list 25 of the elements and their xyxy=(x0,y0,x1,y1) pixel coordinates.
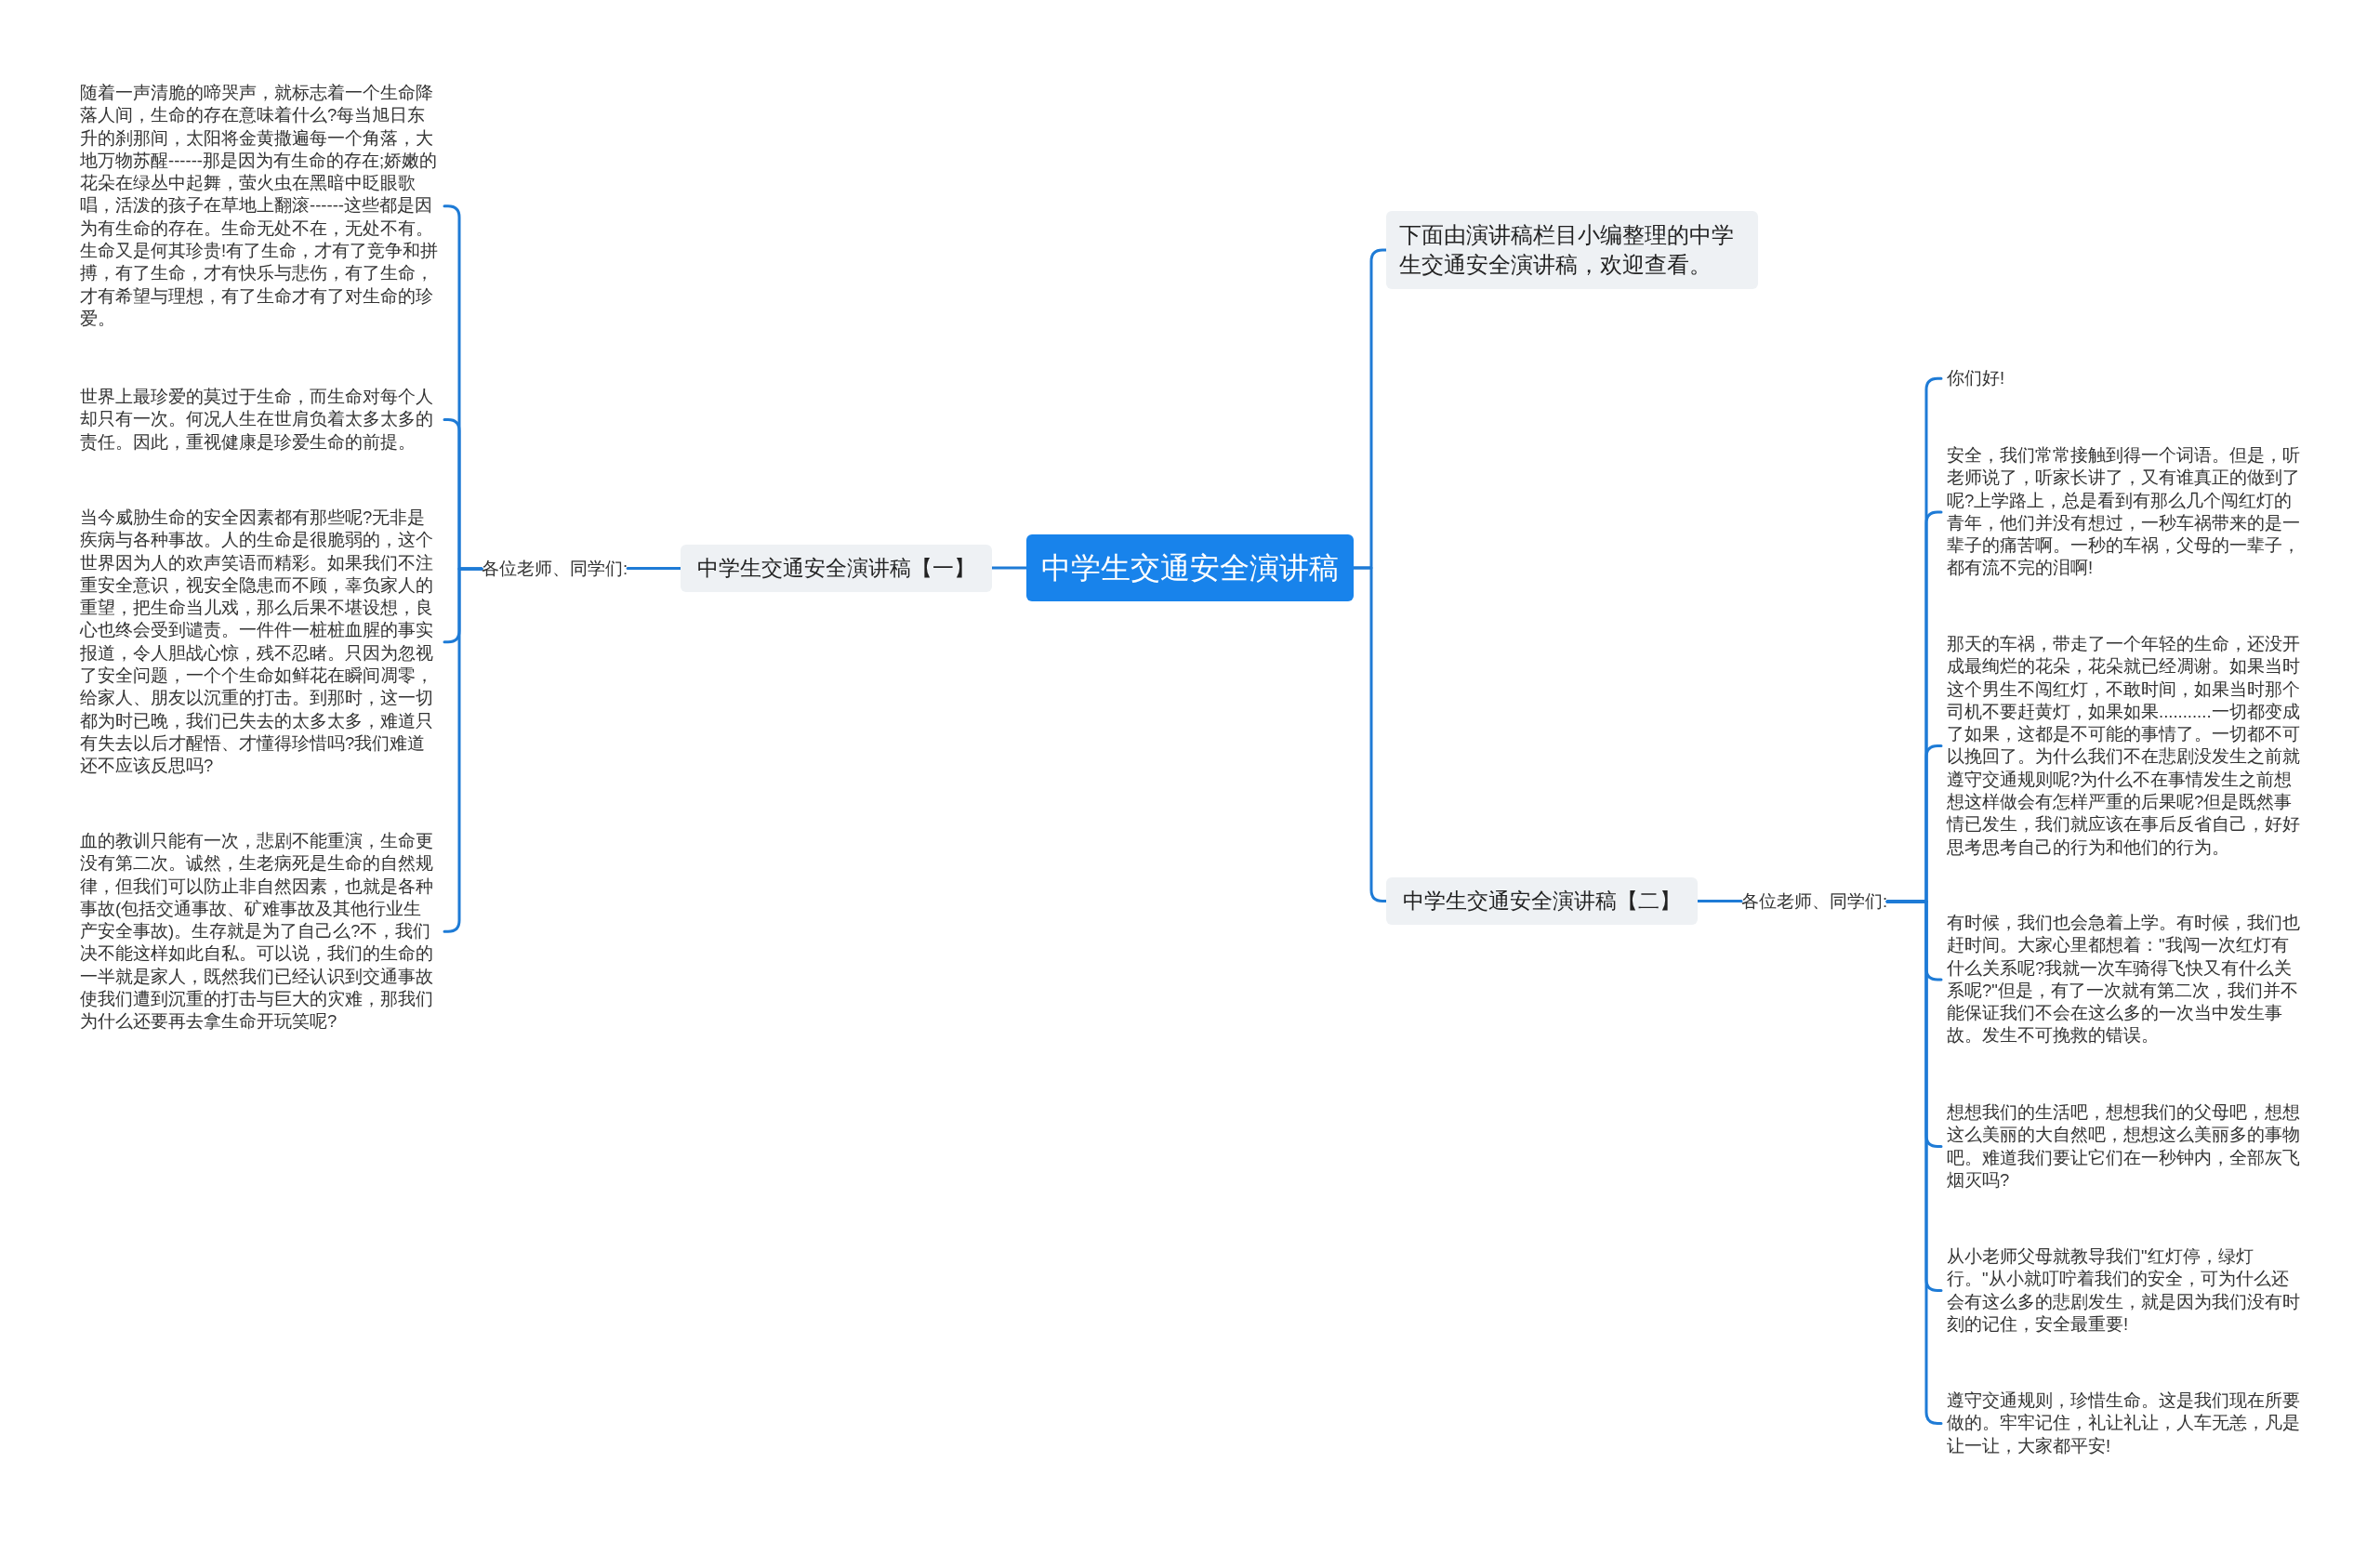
speech-paragraph: 你们好! xyxy=(1941,367,2311,390)
speech-paragraph: 从小老师父母就教导我们"红灯停，绿灯行。"从小就叮咛着我们的安全，可为什么还会有这么多的悲剧发生，就是因为我们没有时刻的记住，安全最重要! xyxy=(1941,1245,2311,1337)
subtopic-box xyxy=(681,545,992,592)
note-text: 下面由演讲稿栏目小编整理的中学生交通安全演讲稿，欢迎查看。 xyxy=(1399,221,1735,279)
greeting-label: 各位老师、同学们: xyxy=(482,557,628,581)
speech-paragraph: 遵守交通规则，珍惜生命。这是我们现在所要做的。牢牢记住，礼让礼让，人车无恙，凡是让一让，大家都平安! xyxy=(1941,1390,2311,1457)
speech-paragraph: 想想我们的生活吧，想想我们的父母吧，想想这么美丽的大自然吧，想想这么美丽多的事物吧。难道我们要让它们在一秒钟内，全部灰飞烟灭吗? xyxy=(1941,1101,2311,1192)
speech-paragraph: 有时候，我们也会急着上学。有时候，我们也赶时间。大家心里都想着："我闯一次红灯有什么关系呢?我就一次车骑得飞快又有什么关系呢?"但是，有了一次就有第二次，我们并不能保证我们不会在这么多的一次当中发生事故。发生不可挽救的错误。 xyxy=(1941,912,2311,1047)
note-box xyxy=(1386,211,1758,289)
greeting-label: 各位老师、同学们: xyxy=(1741,889,1888,914)
speech-paragraph: 安全，我们常常接触到得一个词语。但是，听老师说了，听家长讲了，又有谁真正的做到了呢?上学路上，总是看到有那么几个闯红灯的青年，他们并没有想过，一秒车祸带来的是一辈子的痛苦啊。一秒的车祸，父母的一辈子，都有流不完的泪啊! xyxy=(1941,444,2311,580)
speech-paragraph: 随着一声清脆的啼哭声，就标志着一个生命降落人间，生命的存在意味着什么?每当旭日东升的刹那间，太阳将金黄撒遍每一个角落，大地万物苏醒------那是因为有生命的存在;娇嫩的花朵在绿丛中起舞，萤火虫在黑暗中眨眼歌唱，活泼的孩子在草地上翻滚------这些都是因为有生命的存在。生命无处不在，无处不有。生命又是何其珍贵!有了生命，才有了竞争和拼搏，有了生命，才有快乐与悲伤，有了生命，才有希望与理想，有了生命才有了对生命的珍爱。 xyxy=(74,82,444,331)
central-topic-text: 中学生交通安全演讲稿 xyxy=(1041,550,1339,586)
connector-line xyxy=(990,566,1028,570)
subtopic-box xyxy=(1386,877,1698,925)
connector-line xyxy=(626,567,682,570)
speech-paragraph: 血的教训只能有一次，悲剧不能重演，生命更没有第二次。诚然，生老病死是生命的自然规律，但我们可以防止非自然因素，也就是各种事故(包括交通事故、矿难事故及其他行业生产安全事故)。生存就是为了自己么?不，我们决不能这样如此自私。可以说，我们的生命的一半就是家人，既然我们已经认识到交通事故使我们遭到沉重的打击与巨大的灾难，那我们为什么还要再去拿生命开玩笑呢? xyxy=(74,830,444,1034)
speech-paragraph: 那天的车祸，带走了一个年轻的生命，还没开成最绚烂的花朵，花朵就已经凋谢。如果当时这个男生不闯红灯，不敢时间，如果当时那个司机不要赶黄灯，如果如果...........一切都变成了如果，这都是不可能的事情了。一切都不可以挽回了。为什么我们不在悲剧没发生之前就遵守交通规则呢?为什么不在事情发生之前想想这样做会有怎样严重的后果呢?但是既然事情已发生，我们就应该在事后反省自己，好好思考思考自己的行为和他们的行为。 xyxy=(1941,633,2311,859)
connector-line xyxy=(1352,566,1388,902)
central-topic-box xyxy=(1026,534,1354,601)
speech-paragraph: 世界上最珍爱的莫过于生命，而生命对每个人却只有一次。何况人生在世肩负着太多太多的责任。因此，重视健康是珍爱生命的前提。 xyxy=(74,386,444,454)
subtopic-text: 中学生交通安全演讲稿【二】 xyxy=(1403,888,1681,915)
speech-paragraph: 当今威胁生命的安全因素都有那些呢?无非是疾病与各种事故。人的生命是很脆弱的，这个世界因为人的欢声笑语而精彩。如果我们不注重安全意识，视安全隐患而不顾，辜负家人的重望，把生命当儿戏，那么后果不堪设想，良心也终会受到谴责。一件件一桩桩血腥的事实报道，令人胆战心惊，残不忍睹。只因为忽视了安全问题，一个个生命如鲜花在瞬间凋零，给家人、朋友以沉重的打击。到那时，这一切都为时已晚，我们已失去的太多太多，难道只有失去以后才醒悟、才懂得珍惜吗?我们难道还不应该反思吗? xyxy=(74,507,444,778)
subtopic-text: 中学生交通安全演讲稿【一】 xyxy=(697,555,975,582)
connector-line xyxy=(1696,900,1743,902)
